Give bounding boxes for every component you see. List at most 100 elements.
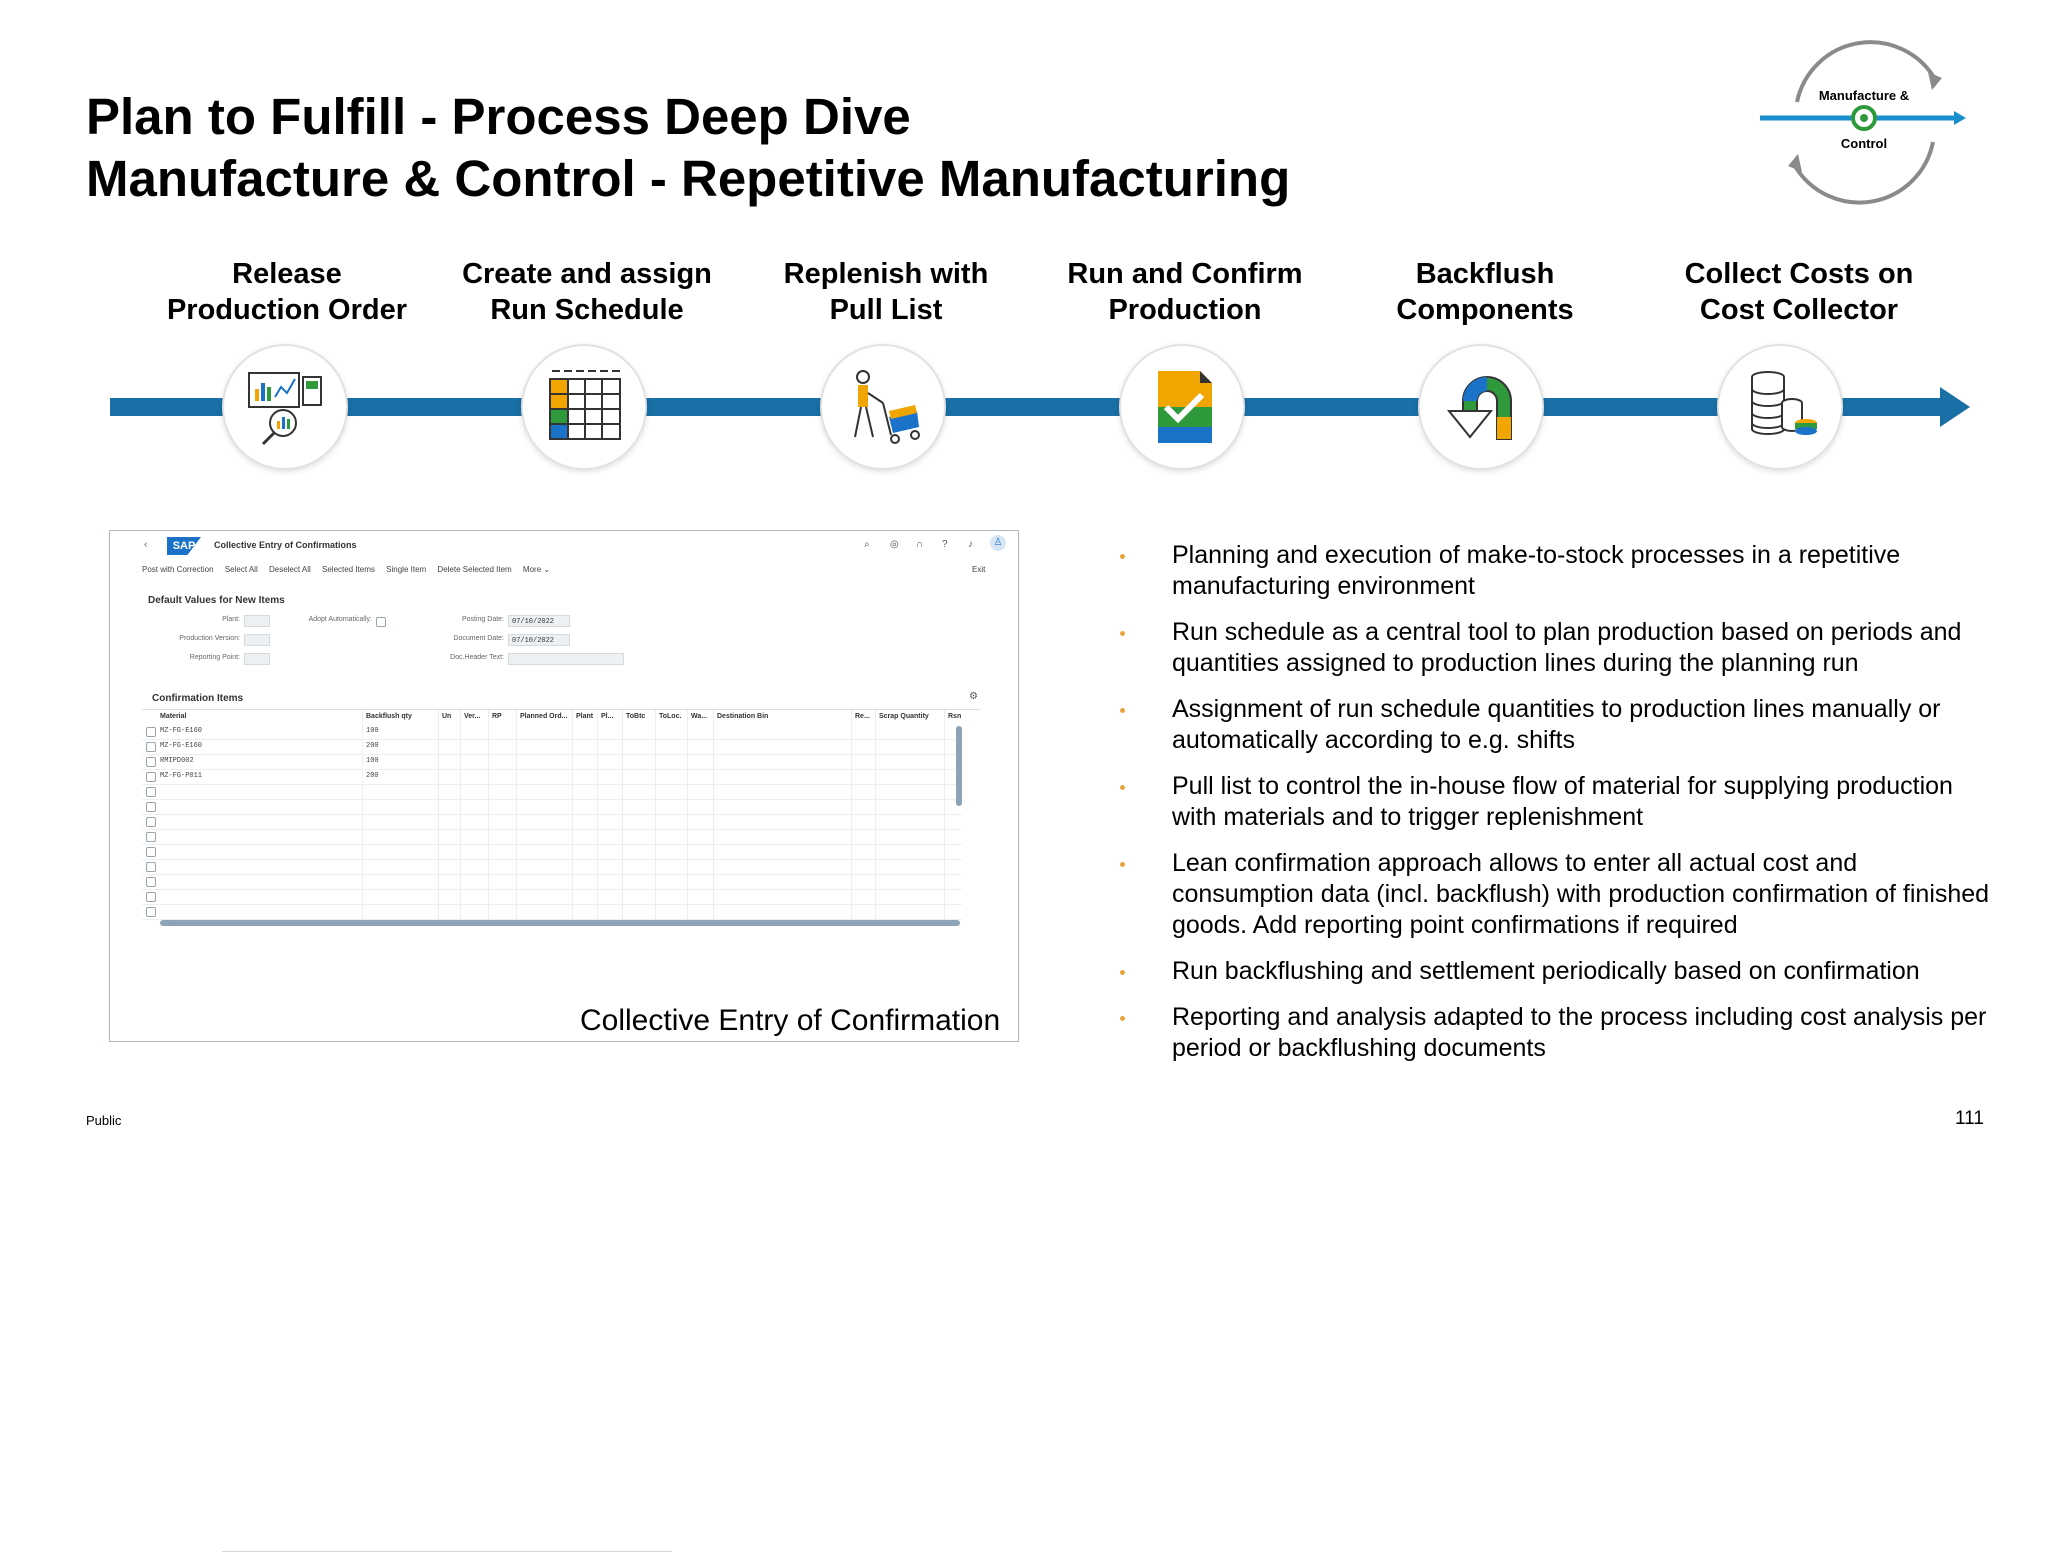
dashboard-monitor-icon [248, 372, 322, 446]
table-row[interactable] [142, 874, 962, 890]
document-date-label: Document Date: [453, 635, 504, 642]
title-line-1: Plan to Fulfill - Process Deep Dive [86, 88, 911, 145]
settings-icon[interactable]: ◎ [890, 539, 899, 550]
col-scrap-quantity: Scrap Quantity [879, 713, 929, 720]
badge-label-top: Manufacture & [1818, 88, 1910, 103]
row-checkbox[interactable] [146, 742, 156, 752]
process-timeline [110, 398, 1950, 416]
row-checkbox[interactable] [146, 817, 156, 827]
table-settings-icon[interactable]: ⚙ [969, 691, 978, 702]
bullet-item: Planning and execution of make-to-stock … [1120, 540, 1990, 602]
page-title: Plan to Fulfill - Process Deep Dive Manu… [86, 86, 1290, 210]
notification-icon[interactable]: ♪ [968, 539, 973, 550]
timeline-arrowhead [1940, 387, 1970, 427]
more-menu-button[interactable]: More ⌄ [522, 565, 551, 574]
bullet-item: Lean confirmation approach allows to ent… [1120, 848, 1990, 941]
row-checkbox[interactable] [146, 877, 156, 887]
col-pl: Pl... [601, 713, 614, 720]
posting-date-input[interactable]: 07/10/2022 [508, 615, 570, 627]
material-cell: RMIPD002 [160, 757, 194, 765]
table-row[interactable] [142, 799, 962, 815]
post-with-correction-button[interactable]: Post with Correction [142, 565, 214, 574]
help-icon[interactable]: ? [942, 539, 948, 550]
step-circle-1 [222, 344, 348, 470]
sap-toolbar: Post with Correction Select All Deselect… [142, 565, 559, 574]
search-icon[interactable]: ⌕ [864, 539, 870, 550]
backflush-qty-cell: 100 [366, 727, 379, 735]
backflush-qty-cell: 200 [366, 772, 379, 780]
row-checkbox[interactable] [146, 907, 156, 917]
reporting-point-input[interactable] [244, 653, 270, 665]
material-cell: MZ-FG-E160 [160, 727, 203, 735]
headset-icon[interactable]: ∩ [916, 539, 924, 550]
person-cart-icon [854, 370, 920, 444]
col-plant: Plant [576, 713, 594, 720]
selected-items-button[interactable]: Selected Items [322, 565, 375, 574]
user-avatar-icon[interactable]: ♙ [990, 535, 1006, 551]
document-date-input[interactable]: 07/10/2022 [508, 634, 570, 646]
row-checkbox[interactable] [146, 727, 156, 737]
exit-button[interactable]: Exit [972, 565, 986, 574]
row-checkbox[interactable] [146, 862, 156, 872]
app-title: Collective Entry of Confirmations [214, 540, 357, 550]
col-destination-bin: Destination Bin [717, 713, 769, 720]
badge-label-bottom: Control [1840, 136, 1888, 151]
col-to-btc: ToBtc [626, 713, 646, 720]
bullet-item: Run backflushing and settlement periodic… [1120, 956, 1990, 987]
row-checkbox[interactable] [146, 847, 156, 857]
delete-selected-item-button[interactable]: Delete Selected Item [437, 565, 512, 574]
col-version: Ver... [464, 713, 481, 720]
reporting-point-label: Reporting Point: [189, 654, 240, 661]
row-checkbox[interactable] [146, 757, 156, 767]
production-version-label: Production Version: [179, 635, 240, 642]
row-checkbox[interactable] [146, 787, 156, 797]
page-number: 111 [1955, 1108, 1984, 1129]
table-row[interactable] [142, 829, 962, 845]
row-checkbox[interactable] [146, 892, 156, 902]
step-circle-3 [820, 344, 946, 470]
col-planned-order: Planned Ord... [520, 713, 568, 720]
row-checkbox[interactable] [146, 832, 156, 842]
table-row[interactable]: MZ-FG-E160 100 [142, 724, 962, 740]
table-horizontal-scrollbar[interactable] [160, 920, 960, 926]
plant-input[interactable] [244, 615, 270, 627]
back-icon[interactable]: ‹ [144, 539, 148, 550]
backflush-qty-cell: 200 [366, 742, 379, 750]
title-line-2: Manufacture & Control - Repetitive Manuf… [86, 150, 1291, 207]
deselect-all-button[interactable]: Deselect All [268, 565, 311, 574]
table-row[interactable] [142, 904, 962, 920]
step-circle-5 [1418, 344, 1544, 470]
production-version-input[interactable] [244, 634, 270, 646]
adopt-automatically-label: Adopt Automatically: [308, 616, 372, 623]
select-all-button[interactable]: Select All [224, 565, 258, 574]
checked-document-icon [1158, 371, 1212, 443]
row-checkbox[interactable] [146, 772, 156, 782]
col-material: Material [160, 713, 187, 720]
doc-header-text-input[interactable] [508, 653, 624, 665]
step-circle-2 [521, 344, 647, 470]
table-row[interactable] [142, 814, 962, 830]
table-row[interactable] [142, 889, 962, 905]
adopt-automatically-checkbox[interactable] [376, 617, 386, 627]
row-checkbox[interactable] [146, 802, 156, 812]
table-row[interactable] [142, 859, 962, 875]
single-item-button[interactable]: Single Item [386, 565, 427, 574]
step-circle-6 [1717, 344, 1843, 470]
process-badge: Manufacture & Control [1760, 34, 1970, 210]
table-row[interactable] [142, 784, 962, 800]
sap-logo: SAP [167, 537, 201, 555]
table-vertical-scrollbar[interactable] [956, 726, 962, 806]
posting-date-label: Posting Date: [461, 616, 504, 623]
table-row[interactable] [142, 844, 962, 860]
plant-label: Plant: [222, 616, 240, 623]
step-circle-4 [1119, 344, 1245, 470]
col-rsn: Rsn [948, 713, 962, 720]
